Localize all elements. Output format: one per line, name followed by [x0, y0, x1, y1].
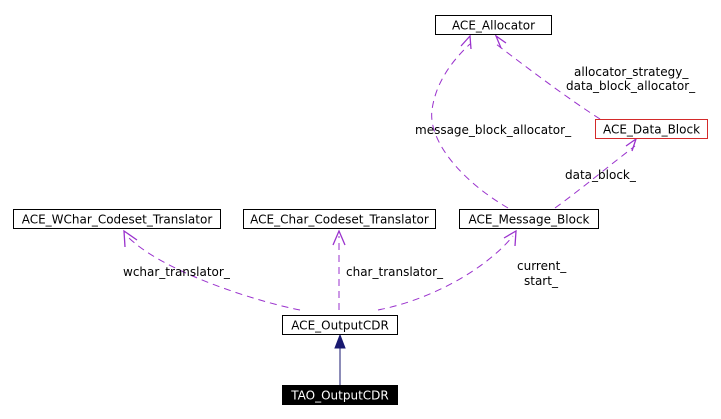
node-ace-char-codeset-translator[interactable]: ACE_Char_Codeset_Translator: [243, 209, 436, 229]
edge-outputcdr-to-message-block: [377, 235, 514, 311]
arrow-head-message-block: [503, 229, 517, 247]
node-ace-wchar-codeset-translator[interactable]: ACE_WChar_Codeset_Translator: [13, 209, 221, 229]
label-char-translator: char_translator_: [346, 265, 444, 279]
arrow-head-wchar-translator: [123, 229, 138, 248]
node-tao-outputcdr[interactable]: TAO_OutputCDR: [282, 385, 398, 405]
node-ace-data-block[interactable]: ACE_Data_Block: [595, 119, 708, 139]
edge-data-block-to-allocator: [495, 43, 601, 120]
node-label-ace-outputcdr: ACE_OutputCDR: [291, 319, 389, 333]
node-label-ace-data-block: ACE_Data_Block: [603, 123, 700, 137]
node-ace-outputcdr[interactable]: ACE_OutputCDR: [282, 315, 398, 335]
label-data-block: data_block_: [565, 168, 637, 182]
node-label-tao-outputcdr: TAO_OutputCDR: [290, 389, 388, 403]
node-label-ace-wchar-codeset-translator: ACE_WChar_Codeset_Translator: [22, 213, 213, 227]
arrow-head-inheritance: [334, 333, 346, 349]
edge-message-block-to-data-block: [554, 145, 636, 209]
label-data-block-allocator: data_block_allocator_: [566, 79, 696, 93]
node-label-ace-allocator: ACE_Allocator: [452, 19, 535, 33]
arrow-head-data-block-from-message-block: [625, 137, 638, 152]
arrow-head-allocator-from-message-block: [460, 34, 472, 50]
arrow-head-char-translator: [332, 229, 346, 246]
node-label-ace-message-block: ACE_Message_Block: [468, 213, 589, 227]
label-current: current_: [517, 259, 567, 273]
label-start: start_: [524, 274, 559, 288]
node-label-ace-char-codeset-translator: ACE_Char_Codeset_Translator: [250, 213, 429, 227]
label-allocator-strategy: allocator_strategy_: [574, 65, 689, 79]
node-ace-allocator[interactable]: ACE_Allocator: [435, 15, 552, 35]
edge-outputcdr-to-wchar-translator: [126, 235, 301, 311]
label-wchar-translator: wchar_translator_: [123, 265, 231, 279]
arrow-head-allocator-from-data-block: [494, 34, 507, 49]
node-ace-message-block[interactable]: ACE_Message_Block: [459, 209, 599, 229]
label-message-block-allocator: message_block_allocator_: [415, 123, 572, 137]
edge-message-block-to-allocator: [431, 43, 509, 209]
